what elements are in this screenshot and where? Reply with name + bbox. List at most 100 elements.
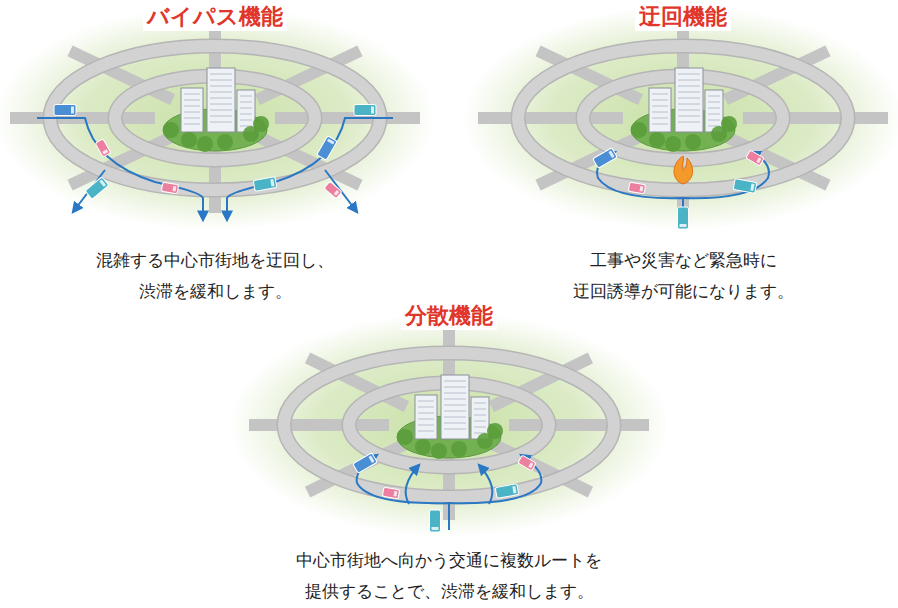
route-arrow [37,118,203,220]
building-window [474,409,486,410]
building-window [240,108,252,109]
vehicle [746,150,764,166]
building-window [210,92,232,93]
vehicle-window [528,462,533,468]
building-window [240,120,252,121]
tree [217,134,233,150]
vehicle-window [327,138,335,144]
building-window [652,106,668,107]
tree [487,423,503,439]
building-window [708,114,720,115]
building-window [240,102,252,103]
building-window [652,118,668,119]
building-window [678,74,700,75]
ring-road-panel [229,313,669,537]
vehicle-body [54,105,76,116]
vehicle-window [640,186,644,191]
vehicle-window [71,107,74,114]
building-window [418,401,434,402]
vehicle-body [518,455,536,471]
building-window [708,120,720,121]
building-window [418,431,434,432]
panel-caption: 工事や災害など緊急時に 迂回誘導が可能になります。 [554,245,812,307]
vehicle [382,487,399,499]
building [441,375,469,439]
building-window [210,110,232,111]
building-window [652,124,668,125]
building-window [678,104,700,105]
vehicle-body [353,453,378,474]
vehicle-body [733,179,757,194]
building-window [678,80,700,81]
ground [0,6,435,230]
vehicle [628,182,645,194]
vehicle-body [746,150,764,166]
building-window [210,86,232,87]
building-window [418,419,434,420]
radial-road [249,419,389,431]
building-window [678,116,700,117]
building-window [184,124,200,125]
vehicle-body [161,182,178,194]
vehicle-window [512,486,516,493]
vehicle [253,177,277,192]
vehicle-body [85,177,109,200]
vehicle [733,179,757,194]
vehicle-window [99,180,106,187]
ring-road-edge [518,46,848,190]
vehicle-window [270,179,274,186]
vehicle [593,148,618,169]
panel-title: 分散機能 [401,302,497,330]
radial-road [743,112,888,124]
tree [163,122,179,138]
vehicle-body [95,139,111,157]
vehicle [430,510,441,532]
vehicle-body [495,484,519,499]
vehicle-body [430,510,441,532]
vehicle [161,182,178,194]
building-window [708,108,720,109]
building-window [210,74,232,75]
building-window [184,118,200,119]
route-arrow [597,152,683,228]
ring-road-panel [463,6,898,230]
vehicle-window [334,190,340,196]
ground [463,6,898,230]
building-window [418,425,434,426]
building-window [444,411,466,412]
building-window [444,423,466,424]
vehicle-body [324,181,342,198]
tree [631,122,647,138]
building-window [678,92,700,93]
building-window [474,415,486,416]
vehicle [678,207,689,229]
building-window [678,110,700,111]
building-window [444,381,466,382]
vehicle-body [678,207,689,229]
route-arrow [449,455,541,503]
tree [397,429,413,445]
tree [685,134,701,150]
building-window [184,106,200,107]
building-window [444,387,466,388]
vehicle-body [628,182,645,194]
building [471,397,489,439]
vehicle [353,453,378,474]
tree [181,132,197,148]
vehicle-body [382,487,399,499]
radial-road [478,112,623,124]
building [207,68,235,132]
tree [253,116,269,132]
building [675,68,703,132]
building-window [210,80,232,81]
building-window [210,104,232,105]
building-window [210,98,232,99]
vehicle-window [371,107,374,114]
building-window [652,112,668,113]
ring-road-edge [284,353,614,497]
building [237,90,255,132]
building-window [678,98,700,99]
building-window [474,421,486,422]
vehicle-body [317,136,338,161]
